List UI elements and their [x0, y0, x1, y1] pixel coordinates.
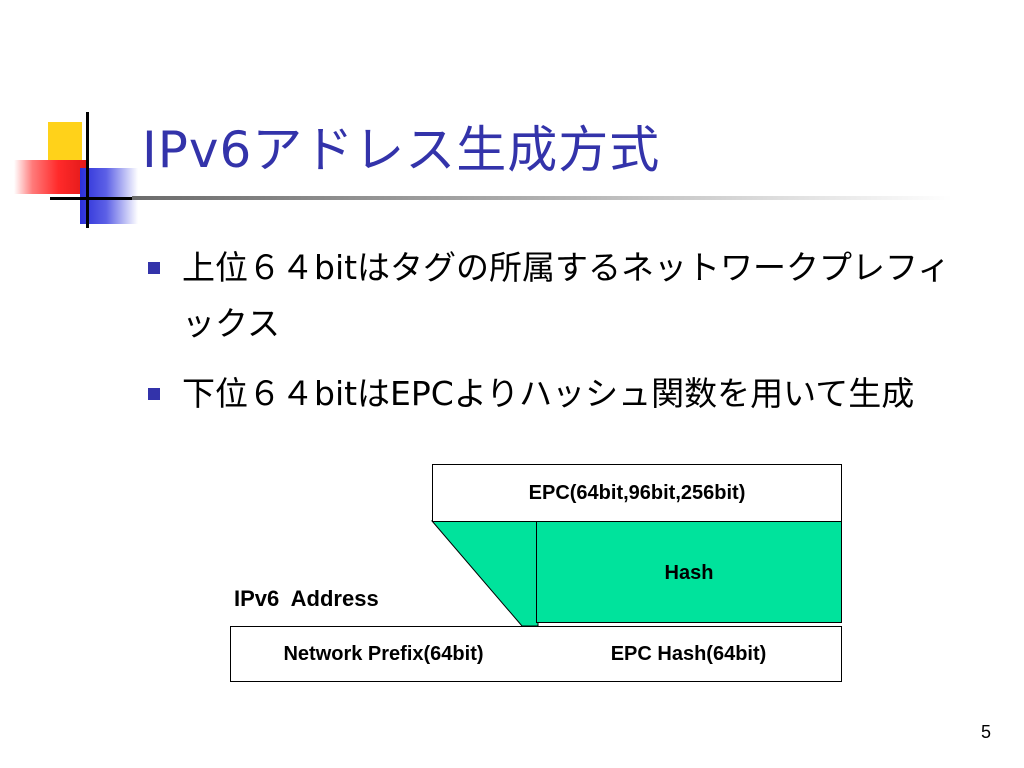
bullet-list: 上位６４bitはタグの所属するネットワークプレフィックス 下位６４bitはEPC…	[148, 240, 978, 436]
title-underline	[132, 196, 952, 200]
hash-funnel-polygon	[430, 520, 539, 627]
ipv6-address-label: IPv6 Address	[234, 586, 379, 611]
logo-horizontal-line	[50, 197, 140, 200]
epc-box: EPC(64bit,96bit,256bit)	[432, 464, 842, 522]
bullet-text: 下位６４bitはEPCよりハッシュ関数を用いて生成	[182, 374, 915, 413]
bullet-item: 下位６４bitはEPCよりハッシュ関数を用いて生成	[148, 366, 978, 422]
bullet-square-icon	[148, 262, 160, 274]
bullet-text: 上位６４bitはタグの所属するネットワークプレフィックス	[182, 248, 951, 343]
bullet-square-icon	[148, 388, 160, 400]
logo-vertical-line	[86, 112, 89, 228]
logo-blue-square	[80, 168, 138, 224]
bullet-item: 上位６４bitはタグの所属するネットワークプレフィックス	[148, 240, 978, 352]
page-number: 5	[980, 722, 991, 742]
slide-title: IPv6アドレス生成方式	[142, 121, 661, 179]
slide-logo	[0, 0, 140, 240]
epc-hash-box: EPC Hash(64bit)	[536, 626, 842, 682]
logo-yellow-square	[48, 122, 82, 162]
network-prefix-box: Network Prefix(64bit)	[230, 626, 537, 682]
logo-red-bar	[14, 160, 88, 194]
hash-box: Hash	[536, 521, 842, 623]
